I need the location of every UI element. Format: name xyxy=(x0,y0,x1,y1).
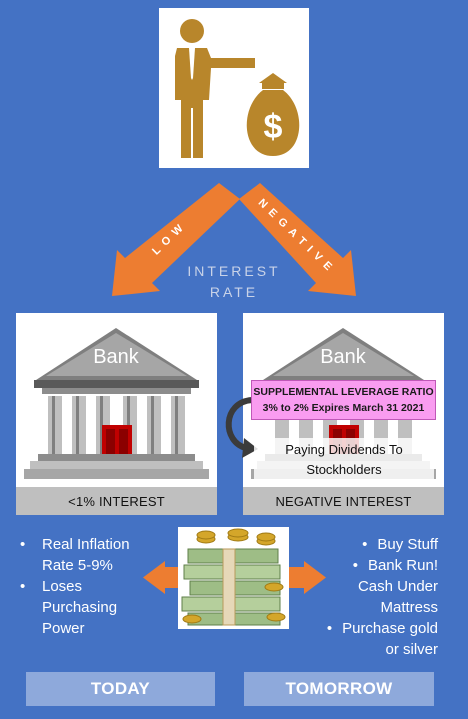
right-arrow xyxy=(287,561,326,594)
list-item: •Buy Stuff xyxy=(362,536,438,553)
businessman-icon: $ xyxy=(175,19,300,158)
list-item: Real Inflation Rate 5-9% xyxy=(16,534,166,576)
businessman-panel: $ xyxy=(159,8,309,168)
callout-line-2: 3% to 2% Expires March 31 2021 xyxy=(262,402,425,414)
tomorrow-label: TOMORROW xyxy=(244,672,434,706)
bank-building-icon: Bank xyxy=(24,328,209,479)
callout-line-1: SUPPLEMENTAL LEVERAGE RATIO xyxy=(253,386,434,398)
curved-arrow-icon xyxy=(225,397,258,458)
low-arrow xyxy=(112,183,240,296)
bank-sign: Bank xyxy=(320,346,367,368)
tomorrow-bullet-list: •Buy Stuff •Bank Run! Cash Under Mattres… xyxy=(296,534,438,660)
cash-stack-icon xyxy=(181,528,286,626)
leverage-ratio-callout: SUPPLEMENTAL LEVERAGE RATIO 3% to 2% Exp… xyxy=(251,380,436,420)
today-label: TODAY xyxy=(26,672,215,706)
low-interest-caption: <1% INTEREST xyxy=(16,487,217,515)
list-item: •Bank Run! Cash Under Mattress xyxy=(352,557,438,616)
list-item: •Purchase gold or silver xyxy=(326,620,438,658)
negative-arrow xyxy=(239,183,356,296)
svg-text:$: $ xyxy=(264,108,283,146)
rate-label: RATE xyxy=(209,284,259,300)
cash-stack-panel xyxy=(178,527,289,629)
dividends-note: Paying Dividends To Stockholders xyxy=(254,438,434,482)
today-bullet-list: Real Inflation Rate 5-9% Loses Purchasin… xyxy=(16,534,166,639)
bank-sign: Bank xyxy=(93,346,140,368)
dividends-line-2: Stockholders xyxy=(306,462,382,477)
money-bag-icon: $ xyxy=(246,73,300,156)
list-item: Loses Purchasing Power xyxy=(16,576,166,639)
low-interest-bank-panel: Bank <1% INTEREST xyxy=(16,313,217,515)
negative-interest-caption: NEGATIVE INTEREST xyxy=(243,487,444,515)
dividends-line-1: Paying Dividends To xyxy=(285,442,403,457)
interest-label: INTEREST xyxy=(187,263,281,279)
